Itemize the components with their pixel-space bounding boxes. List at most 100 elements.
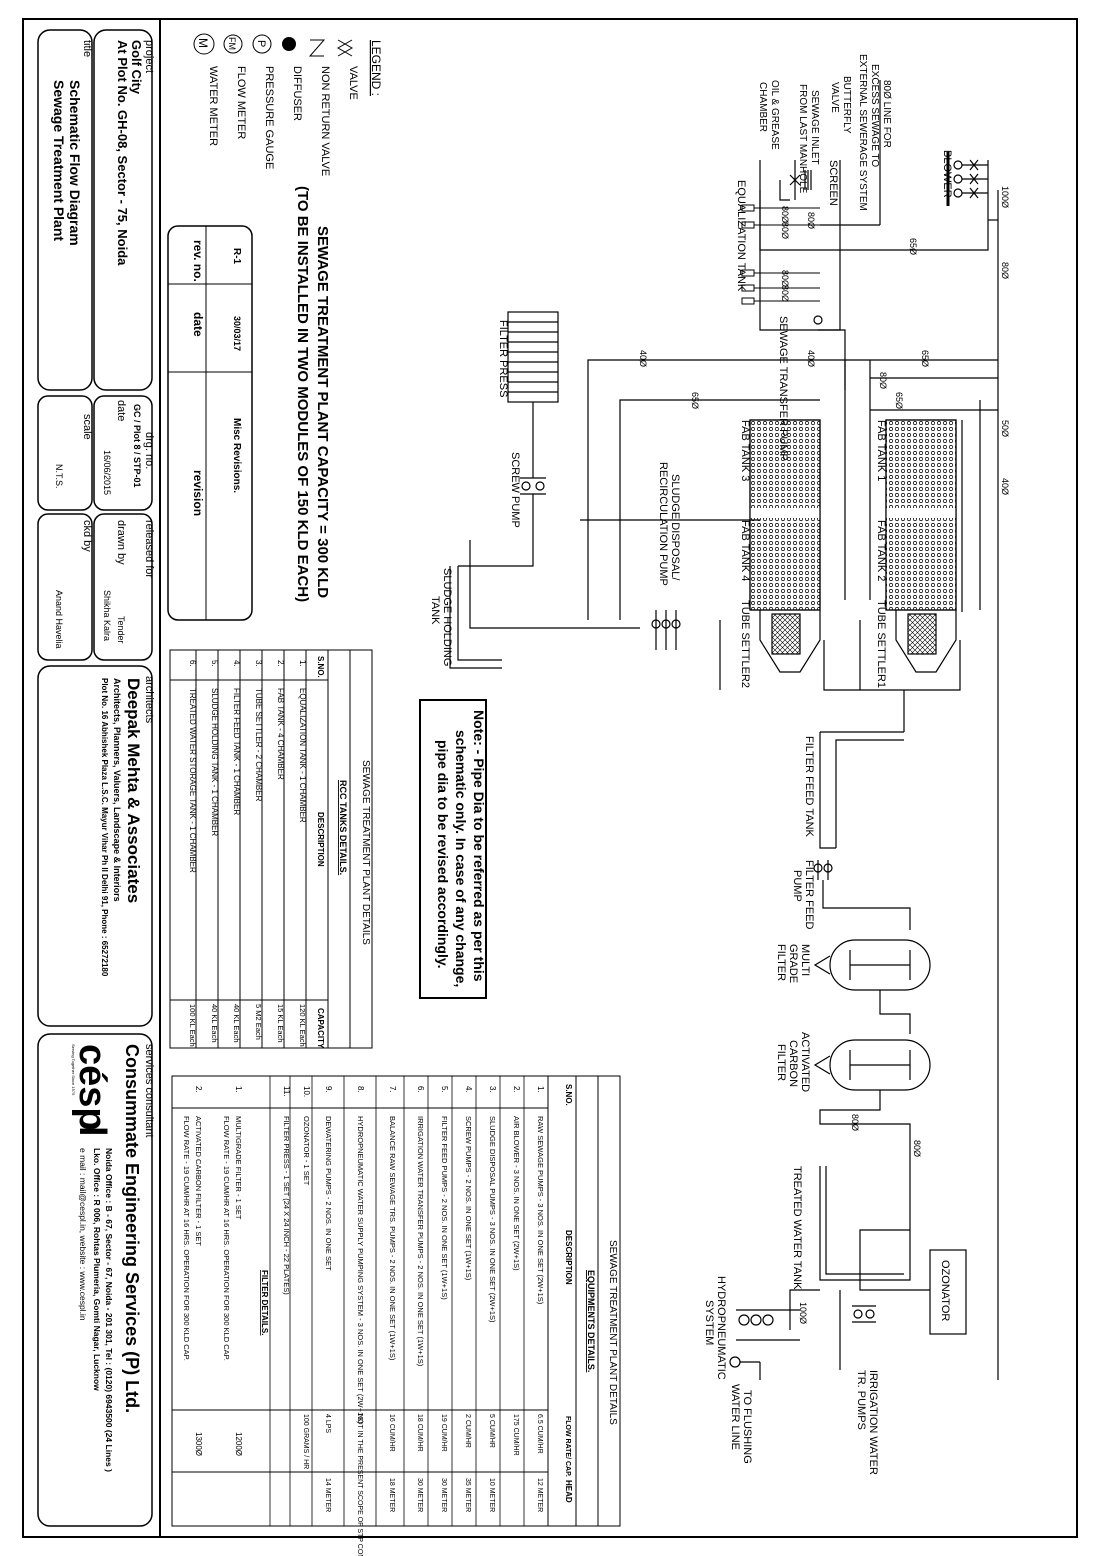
equalization-label: EQUALIZATION TANK bbox=[735, 180, 747, 292]
activated-carbon-filter bbox=[813, 1039, 931, 1091]
rev-row-no: R-1 bbox=[231, 248, 242, 265]
flow-meter-icon: FM bbox=[223, 34, 243, 54]
flushing-label: TO FLUSHING bbox=[741, 1390, 753, 1464]
svg-text:80Ø: 80Ø bbox=[780, 206, 790, 223]
svg-text:80Ø: 80Ø bbox=[878, 372, 888, 389]
equip-row-sno: 8. bbox=[356, 1086, 365, 1093]
diffuser-icon bbox=[282, 37, 296, 51]
rcc-row-desc: TREATED WATER STORAGE TANK - 1 CHAMBER bbox=[188, 688, 197, 873]
equip-row-flow: 18 CUM/HR bbox=[416, 1414, 423, 1452]
rcc-row-cap: 120 KL Each bbox=[298, 1004, 307, 1047]
filter-press-label: FILTER PRESS bbox=[497, 320, 509, 397]
filter-row-desc2: FLOW RATE - 19 CUM/HR AT 16 HRS. OPERATI… bbox=[182, 1116, 191, 1361]
svg-text:VALVE: VALVE bbox=[829, 82, 840, 113]
date-label: date bbox=[115, 400, 127, 421]
filter-feed-tank-label: FILTER FEED TANK bbox=[803, 736, 815, 838]
valve-icon bbox=[336, 39, 354, 57]
settler1-label: TUBE SETTLER1 bbox=[875, 600, 887, 688]
svg-text:HEAD: HEAD bbox=[564, 1480, 573, 1503]
title-line2: Sewage Treatment Plant bbox=[51, 80, 67, 241]
note-line2: schematic only. In case of any change, bbox=[453, 730, 469, 987]
drawn-by-value: Shikha Kalra bbox=[102, 590, 112, 641]
drawing-sheet bbox=[22, 18, 1078, 1538]
title-line1: Schematic Flow Diagram bbox=[67, 80, 83, 246]
water-meter-icon: M bbox=[193, 33, 215, 55]
equip-row-desc: RAW SEWAGE PUMPS - 3 NOS. IN ONE SET (2W… bbox=[536, 1116, 545, 1305]
filter-feed-tank bbox=[819, 731, 904, 849]
equip-row-desc: BALANCE RAW SEWAGE TRS. PUMPS - 2 NOS. I… bbox=[388, 1116, 397, 1361]
irrigation-pumps bbox=[852, 1305, 876, 1323]
svg-text:80Ø: 80Ø bbox=[780, 270, 790, 287]
svg-text:FILTER: FILTER bbox=[775, 944, 787, 981]
equip-row-flow: 16 CUM/HR bbox=[388, 1414, 395, 1452]
irrigation-label: IRRIGATION WATER bbox=[867, 1370, 879, 1475]
equip-row-flow: 175 CUM/HR bbox=[512, 1414, 519, 1456]
consultant-box: services consultant Consummate Engineeri… bbox=[37, 1033, 155, 1527]
equip-row-sno: 9. bbox=[324, 1086, 333, 1093]
activated-carbon-label: ACTIVATED bbox=[799, 1032, 811, 1092]
rcc-row-sno: 6. bbox=[188, 660, 197, 667]
legend: LEGEND : VALVE NON RETURN VALVE DIFFUSER… bbox=[193, 33, 383, 176]
screw-pump-label: SCREW PUMP bbox=[509, 452, 521, 528]
equip-row-sno: 3. bbox=[488, 1086, 497, 1093]
svg-text:CHAMBER: CHAMBER bbox=[757, 82, 768, 132]
filter-row-desc1: ACTIVATED CARBON FILTER - 1 SET bbox=[194, 1116, 203, 1246]
svg-text:TANK: TANK bbox=[429, 596, 441, 625]
equip-row-desc: SLUDGE DISPOSAL PUMPS - 3 NOS. IN ONE SE… bbox=[488, 1116, 497, 1323]
svg-text:80Ø: 80Ø bbox=[1000, 262, 1010, 279]
treated-tank-label: TREATED WATER TANK bbox=[791, 1166, 803, 1290]
multi-grade-label: MULTI bbox=[799, 944, 811, 976]
drg-no: GC / Plot 8 / STP-01 bbox=[132, 404, 142, 488]
architects-addr: Plot No. 16 Abhishek Plaza L.S.C. Mayur … bbox=[100, 678, 109, 977]
scale-label: scale bbox=[81, 414, 93, 440]
project-plot: At Plot No. GH-08, Sector - 75, Noida bbox=[115, 40, 130, 266]
filter-row-sno: 2. bbox=[194, 1086, 203, 1093]
note-line3: pipe dia to be revised accordingly. bbox=[435, 740, 451, 968]
equipment-table: SEWAGE TREATMENT PLANT DETAILS EQUIPMENT… bbox=[171, 1075, 621, 1556]
sludge-holding-label: SLUDGE HOLDING bbox=[441, 568, 453, 666]
filter-row-size: 1200Ø bbox=[234, 1432, 243, 1456]
equip-row-sno: 6. bbox=[416, 1086, 425, 1093]
excess-line-label: 80Ø LINE FOR bbox=[881, 80, 892, 148]
svg-text:40Ø: 40Ø bbox=[638, 350, 648, 367]
svg-text:80Ø: 80Ø bbox=[780, 285, 790, 302]
note-box: Note: - Pipe Dia to be referred as per t… bbox=[419, 699, 487, 999]
rcc-table: SEWAGE TREATMENT PLANT DETAILS RCC TANKS… bbox=[169, 649, 373, 1049]
sewage-inlet-label: SEWAGE INLET bbox=[809, 90, 820, 165]
architects-label: architects bbox=[143, 676, 155, 724]
title-box: title Schematic Flow Diagram Sewage Trea… bbox=[37, 29, 93, 391]
drg-no-label: drg. no. bbox=[143, 432, 155, 469]
non-return-valve-icon bbox=[308, 39, 326, 57]
hydro-label: HYDROPNEUMATIC bbox=[715, 1276, 727, 1380]
rcc-row-sno: 1. bbox=[298, 660, 307, 667]
fab3-label: FAB TANK 3 bbox=[739, 420, 751, 481]
drawn-by-label: drawn by bbox=[115, 520, 127, 565]
rcc-row-desc: EQUALIZATION TANK - 1 CHAMBER bbox=[298, 688, 307, 823]
consultant-addr2: Lko. Office : R 006, Rohtas Plumeria, Go… bbox=[92, 1148, 102, 1391]
equip-row-head: 12 METER bbox=[536, 1478, 543, 1512]
eq-diffusers bbox=[741, 204, 820, 305]
legend-nrv-label: NON RETURN VALVE bbox=[319, 66, 331, 176]
filter-row-sno: 1. bbox=[234, 1086, 243, 1093]
equip-row-sno: 2. bbox=[512, 1086, 521, 1093]
equip-row-sno: 4. bbox=[464, 1086, 473, 1093]
filter-subtitle: FILTER DETAILS. bbox=[260, 1270, 269, 1335]
svg-text:SYSTEM: SYSTEM bbox=[703, 1300, 715, 1345]
svg-text:EXTERNAL SEWERAGE SYSTEM: EXTERNAL SEWERAGE SYSTEM bbox=[857, 54, 868, 211]
svg-text:40Ø: 40Ø bbox=[806, 350, 816, 367]
rcc-row-sno: 4. bbox=[232, 660, 241, 667]
equip-row-desc: AIR BLOWER - 3 NOS. IN ONE SET (2W+1S) bbox=[512, 1116, 521, 1271]
equip-row-desc: OZONATOR - 1 SET bbox=[302, 1116, 311, 1186]
equip-row-desc: HYDROPNEUMATIC WATER SUPPLY PUMPING SYST… bbox=[356, 1116, 365, 1424]
date-value: 16/06/2015 bbox=[102, 450, 112, 495]
equip-row-head: 18 METER bbox=[388, 1478, 395, 1512]
equip-row-sno: 1. bbox=[536, 1086, 545, 1093]
capacity-line1: SEWAGE TREATMENT PLANT CAPACITY = 300 KL… bbox=[314, 226, 331, 598]
architects-name: Deepak Mehta & Associates bbox=[124, 678, 143, 903]
equip-row-sno: 11. bbox=[282, 1086, 291, 1097]
equip-row-sno: 7. bbox=[388, 1086, 397, 1093]
oil-grease-label: OIL & GREASE bbox=[769, 80, 780, 150]
consultant-addr1: Noida Office : B - 67, Sector - 67, Noid… bbox=[104, 1148, 114, 1472]
svg-text:CARBON: CARBON bbox=[787, 1040, 799, 1087]
